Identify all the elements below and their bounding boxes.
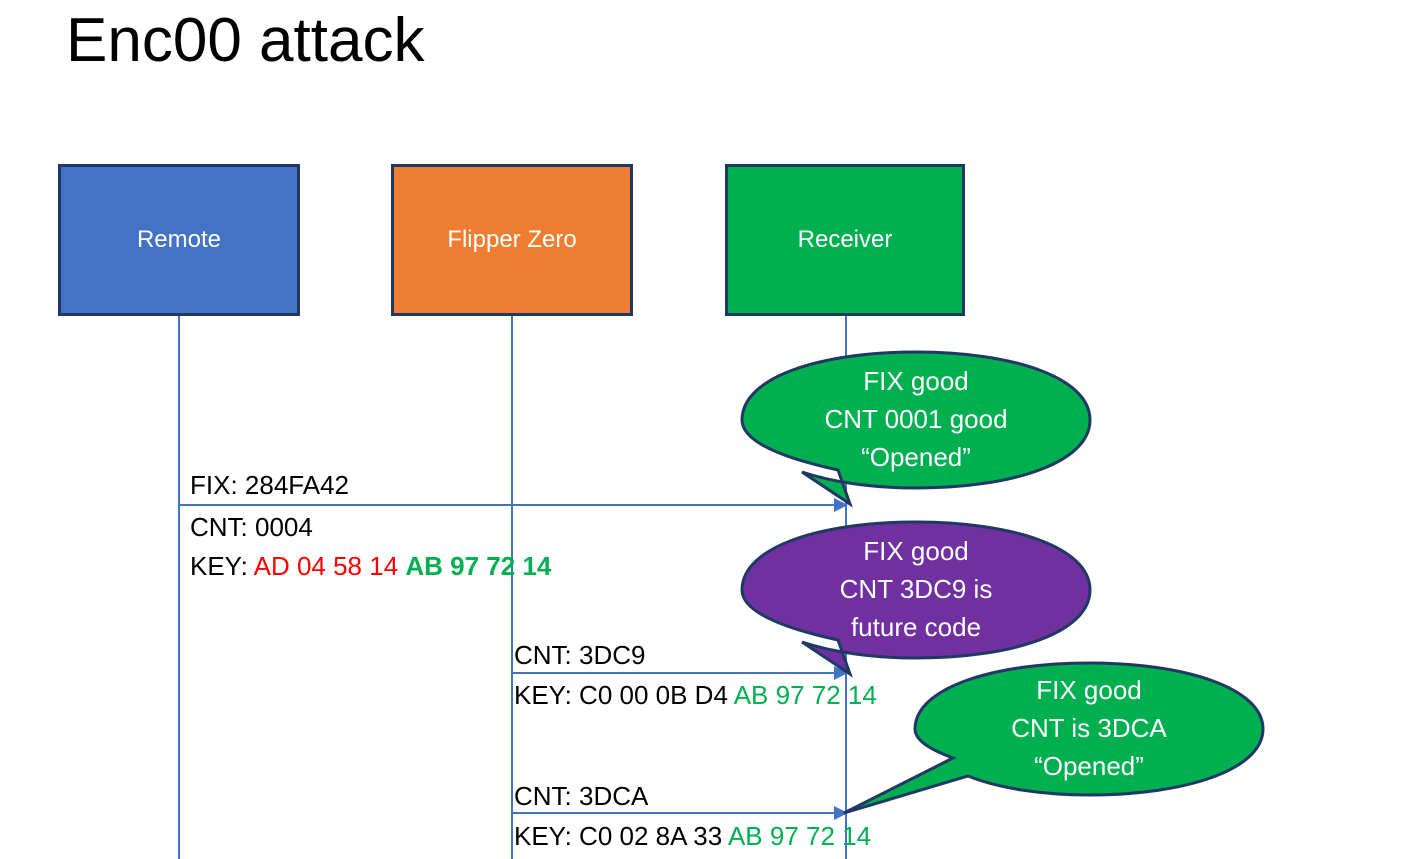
message-arrow-flipper-to-receiver-2 [512, 806, 848, 820]
message-1-key-label: KEY: AD 04 58 14 AB 97 72 14 [190, 548, 551, 585]
callout-bubble-3[interactable]: FIX good CNT is 3DCA “Opened” [843, 661, 1265, 815]
message-2-cnt-label: CNT: 3DC9 [514, 640, 646, 670]
actor-label-receiver: Receiver [797, 226, 893, 253]
callout-bubble-1[interactable]: FIX good CNT 0001 good “Opened” [740, 350, 1092, 508]
callout-bubble-3-shape [843, 661, 1265, 815]
callout-bubble-1-shape [740, 350, 1092, 508]
actor-box-receiver[interactable]: Receiver [725, 164, 965, 316]
actor-label-remote: Remote [136, 226, 222, 253]
message-2-key-label: KEY: C0 00 0B D4 AB 97 72 14 [514, 677, 877, 714]
message-1-fix-label: FIX: 284FA42 [190, 470, 349, 500]
message-1-cnt-label: CNT: 0004 [190, 512, 313, 542]
message-1-key-first-half: AD 04 58 14 [253, 551, 406, 581]
lifeline-flipper-zero [511, 316, 513, 859]
actor-box-flipper-zero[interactable]: Flipper Zero [391, 164, 633, 316]
message-3-key-prefix: KEY: C0 02 8A 33 [514, 821, 728, 851]
callout-bubble-2[interactable]: FIX good CNT 3DC9 is future code [740, 520, 1092, 678]
actor-box-remote[interactable]: Remote [58, 164, 300, 316]
actor-label-flipper-zero: Flipper Zero [447, 226, 577, 253]
message-3-cnt-label: CNT: 3DCA [514, 781, 649, 811]
lifeline-remote [178, 316, 180, 859]
message-1-key-prefix: KEY: [190, 551, 254, 581]
message-2-key-second-half: AB 97 72 14 [733, 680, 877, 710]
message-2-key-prefix: KEY: C0 00 0B D4 [514, 680, 734, 710]
message-3-key-second-half: AB 97 72 14 [727, 821, 872, 851]
callout-bubble-2-shape [740, 520, 1092, 678]
message-3-key-label: KEY: C0 02 8A 33 AB 97 72 14 [514, 818, 871, 855]
page-title: Enc00 attack [66, 6, 425, 75]
message-1-key-second-half: AB 97 72 14 [405, 551, 552, 581]
